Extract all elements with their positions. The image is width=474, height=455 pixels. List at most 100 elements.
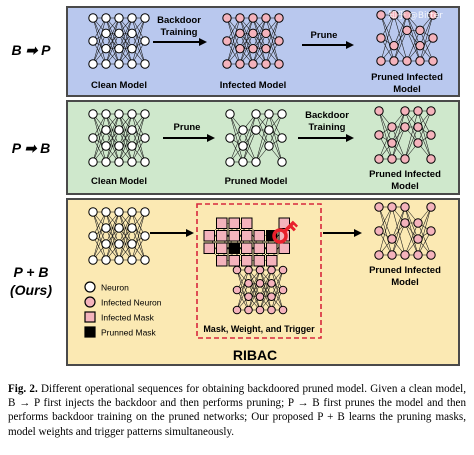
- network-neuron: [140, 59, 150, 69]
- infected-mask-cell: [228, 255, 240, 267]
- network-edge: [259, 269, 272, 297]
- network-edge: [239, 17, 254, 49]
- network-neuron: [235, 28, 245, 39]
- network-neuron: [114, 223, 124, 233]
- caption-text: Different operational sequences for obta…: [8, 383, 466, 438]
- network-edge: [118, 211, 133, 261]
- infected-mask-cell: [253, 230, 265, 242]
- network-neuron: [267, 305, 276, 315]
- network-edge: [229, 113, 244, 147]
- network-neuron: [127, 239, 137, 249]
- network-neuron: [278, 285, 288, 295]
- network-neuron: [274, 13, 284, 23]
- network-edge: [391, 126, 406, 160]
- network-edge: [248, 283, 261, 311]
- network-edge: [118, 17, 133, 49]
- network-neuron: [101, 28, 111, 39]
- network-edge: [118, 113, 133, 147]
- network-edge: [131, 17, 146, 49]
- network-neuron: [428, 10, 438, 20]
- network-edge: [252, 17, 267, 49]
- network-edge: [239, 17, 254, 65]
- network-edge: [252, 17, 267, 65]
- network-edge: [105, 211, 120, 245]
- network-edge: [131, 113, 146, 163]
- network-neuron: [374, 202, 384, 212]
- legend-neuron-label: Neuron: [101, 283, 129, 293]
- network-neuron: [400, 218, 410, 228]
- network-neuron: [101, 255, 111, 265]
- legend-neuron-icon: [84, 281, 96, 293]
- network-neuron: [140, 231, 150, 241]
- network-neuron: [428, 56, 438, 66]
- network-edge: [248, 269, 261, 297]
- network-neuron: [261, 13, 271, 23]
- infected-mask-cell: [216, 255, 228, 267]
- network-neuron: [413, 250, 423, 260]
- network-neuron: [88, 255, 98, 265]
- network-neuron: [88, 157, 98, 167]
- network-edge: [265, 17, 280, 65]
- infected-mask-cell: [216, 242, 228, 254]
- network-neuron: [244, 305, 253, 315]
- network-edge: [378, 126, 393, 160]
- network-neuron: [88, 13, 98, 23]
- infected-mask-cell: [266, 255, 278, 267]
- network-neuron: [232, 305, 242, 315]
- network-edge: [419, 14, 434, 62]
- network-neuron: [140, 36, 150, 46]
- network-neuron: [225, 157, 235, 167]
- network-neuron: [374, 130, 384, 140]
- network-edge: [419, 30, 434, 62]
- p1-arrow1-label-2: Training: [161, 27, 198, 38]
- network-edge: [131, 33, 146, 65]
- network-neuron: [101, 141, 111, 151]
- network-neuron: [413, 218, 423, 228]
- network-edge: [92, 227, 107, 261]
- network-neuron: [402, 56, 412, 66]
- network-edge: [391, 206, 406, 240]
- network-neuron: [251, 125, 261, 135]
- network-neuron: [140, 133, 150, 143]
- p3-pruned-label-2: Model: [391, 277, 418, 288]
- network-edge: [131, 113, 146, 147]
- network-edge: [131, 227, 146, 261]
- network-neuron: [374, 226, 384, 236]
- legend-infected-mask-label: Infected Mask: [101, 313, 155, 323]
- network-edge: [118, 211, 133, 245]
- network-neuron: [114, 13, 124, 23]
- network-neuron: [402, 25, 412, 36]
- network-neuron: [127, 109, 137, 119]
- ribac-box-label: Mask, Weight, and Trigger: [203, 324, 315, 334]
- network-edge: [118, 227, 133, 261]
- infected-mask-cell: [228, 230, 240, 242]
- network-neuron: [274, 36, 284, 46]
- network-edge: [105, 113, 120, 147]
- network-edge: [105, 113, 120, 163]
- network-neuron: [264, 141, 274, 151]
- network-neuron: [426, 154, 436, 164]
- infected-mask-cell: [253, 242, 265, 254]
- network-neuron: [101, 43, 111, 54]
- key-icon: [272, 220, 299, 244]
- network-edge: [105, 227, 120, 261]
- network-edge: [391, 222, 406, 256]
- network-edge: [236, 269, 249, 297]
- network-neuron: [277, 133, 287, 143]
- network-edge: [105, 17, 120, 49]
- row-label-ours: (Ours): [10, 282, 52, 298]
- network-edge: [236, 269, 249, 311]
- network-neuron: [232, 285, 242, 295]
- network-neuron: [415, 25, 425, 36]
- p2-arrow2-label-1: Backdoor: [305, 110, 349, 121]
- network-neuron: [127, 28, 137, 39]
- network-edge: [406, 30, 421, 62]
- network-edge: [226, 17, 241, 65]
- network-edge: [391, 110, 406, 160]
- network-edge: [417, 110, 432, 144]
- network-edge: [92, 129, 107, 163]
- row-label-b-to-p: B ➡ P: [11, 42, 51, 58]
- network-neuron: [274, 59, 284, 69]
- network-edge: [242, 113, 257, 147]
- network-edge: [118, 17, 133, 65]
